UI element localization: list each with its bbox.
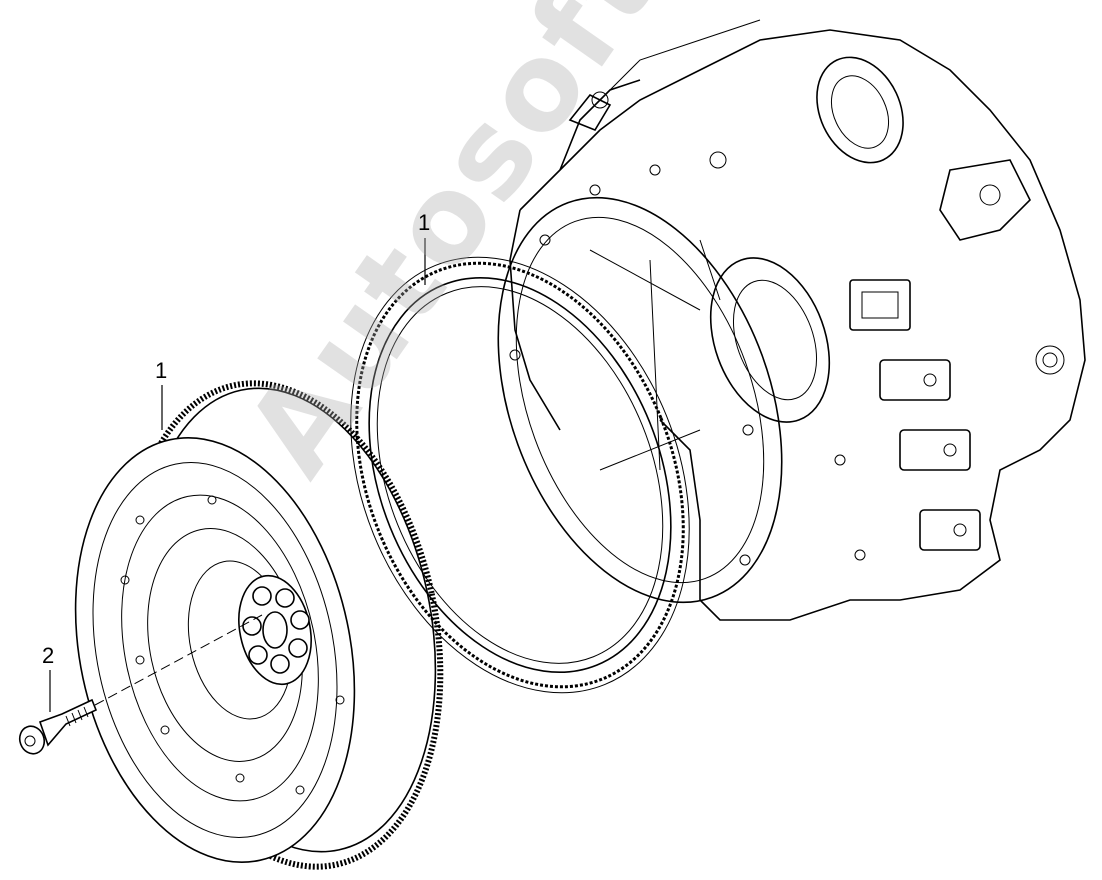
callout-ring-gear: 1: [418, 210, 431, 235]
bolt: [18, 698, 98, 755]
flywheel: [74, 380, 444, 870]
ring-gear: [350, 256, 690, 694]
flywheel-housing: [497, 19, 1086, 621]
callout-flywheel: 1: [155, 358, 168, 383]
assembly-axis-line: [94, 614, 263, 706]
callout-bolt: 2: [42, 643, 55, 668]
